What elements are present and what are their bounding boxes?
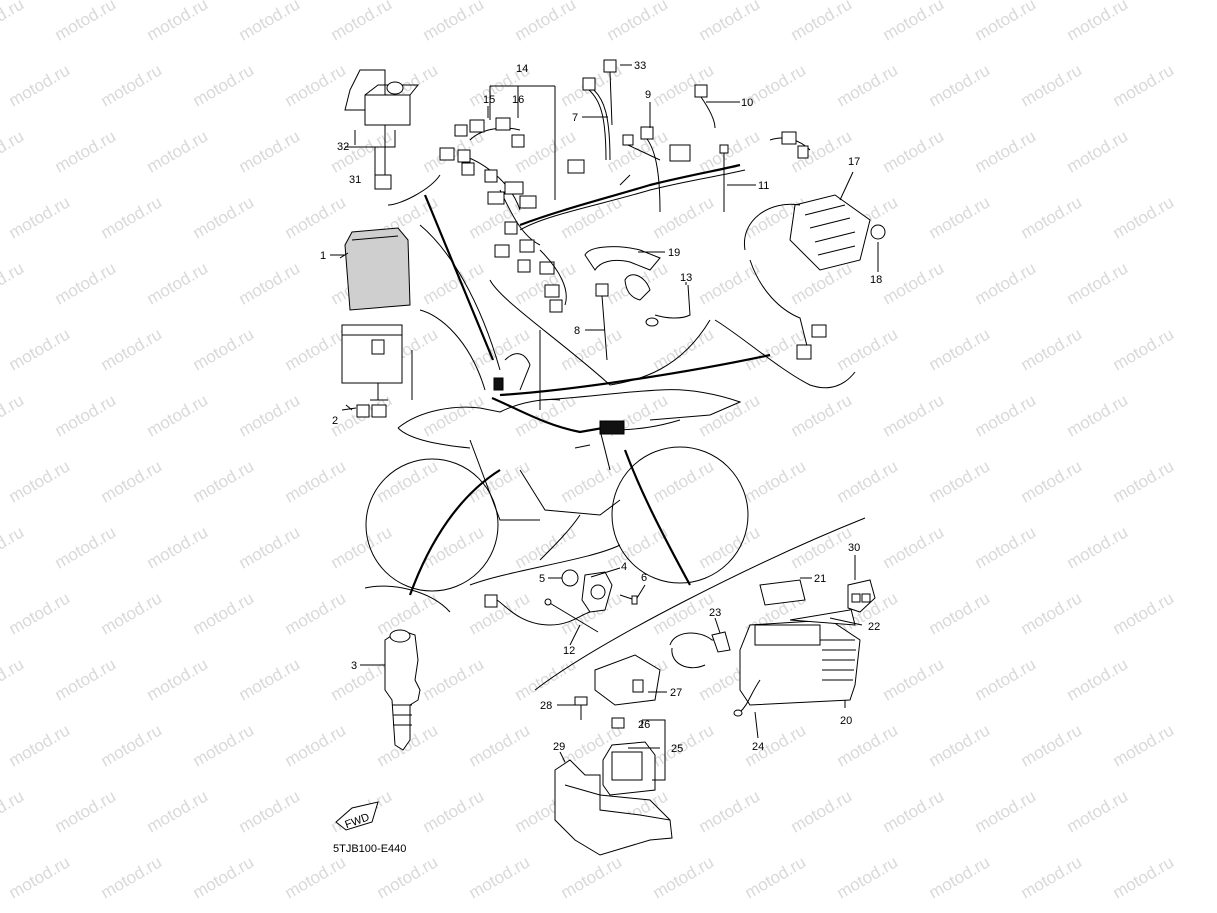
callout-25: 25 [671, 743, 683, 755]
callout-22: 22 [868, 621, 880, 633]
leader-arrows [364, 174, 866, 691]
battery-group [669, 579, 876, 717]
callout-19: 19 [668, 247, 680, 259]
callout-28: 28 [540, 700, 552, 712]
clamp [584, 246, 691, 327]
callout-18: 18 [870, 274, 882, 286]
sensor-group [484, 569, 638, 633]
callout-5: 5 [539, 573, 545, 585]
callout-16: 16 [512, 94, 524, 106]
callout-27: 27 [670, 687, 682, 699]
callout-23: 23 [709, 607, 721, 619]
callout-33: 33 [634, 60, 646, 72]
callout-numbers: 1 2 3 4 5 6 7 8 9 10 11 12 13 14 15 16 1… [320, 60, 882, 755]
callout-3: 3 [351, 660, 357, 672]
motorcycle-outline [365, 353, 749, 592]
fwd-indicator [335, 801, 379, 831]
callout-11: 11 [758, 180, 769, 192]
ignition-coil [384, 629, 421, 751]
cable-ties [582, 59, 729, 361]
callout-10: 10 [741, 97, 753, 109]
cdi-unit [339, 227, 411, 418]
callout-26: 26 [638, 719, 650, 731]
relay-assembly [344, 69, 420, 190]
callout-9: 9 [645, 89, 651, 101]
callout-4: 4 [621, 561, 627, 573]
callout-6: 6 [641, 572, 647, 584]
callout-20: 20 [840, 715, 852, 727]
callout-32: 32 [337, 141, 349, 153]
callout-8: 8 [574, 325, 580, 337]
callout-14: 14 [516, 63, 528, 75]
callout-7: 7 [572, 112, 578, 124]
rectifier-regulator [744, 131, 886, 360]
callout-29: 29 [553, 741, 565, 753]
starter-relay-group [554, 654, 673, 856]
callout-12: 12 [563, 645, 575, 657]
callout-21: 21 [814, 573, 826, 585]
callout-30: 30 [848, 542, 860, 554]
callout-2: 2 [332, 415, 338, 427]
callout-leaders [330, 64, 879, 781]
callout-24: 24 [752, 741, 764, 753]
callout-17: 17 [848, 156, 860, 168]
diagram-code: 5TJB100-E440 [333, 843, 406, 855]
wire-harness [439, 117, 746, 313]
callout-13: 13 [680, 272, 692, 284]
callout-31: 31 [349, 174, 361, 186]
callout-15: 15 [483, 94, 495, 106]
callout-1: 1 [320, 250, 326, 262]
